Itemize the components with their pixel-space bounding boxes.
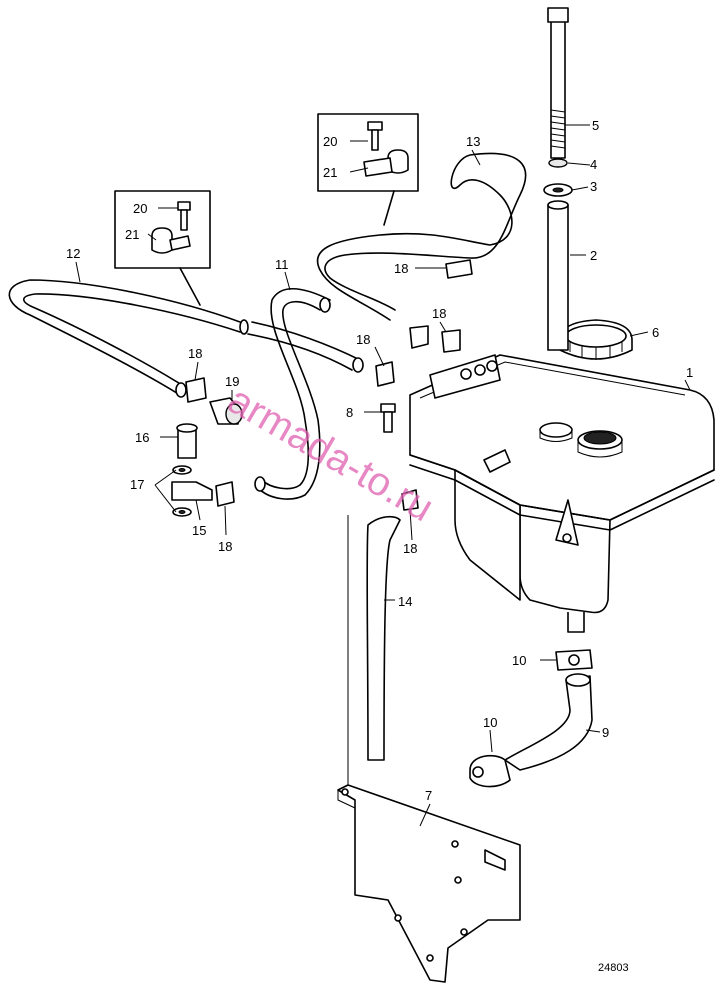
inset-box-left [114,190,211,306]
expansion-tank [409,354,715,633]
banjo-fitting [171,423,213,517]
callout-7: 7 [425,788,432,803]
reference-number: 24803 [598,962,629,974]
callout-21-left: 21 [125,227,139,242]
callout-1: 1 [686,365,693,380]
callout-15: 15 [192,523,206,538]
callout-14: 14 [398,594,412,609]
callout-9: 9 [602,725,609,740]
callout-18-left-lower: 18 [218,539,232,554]
callout-8: 8 [346,405,353,420]
hose-9 [504,673,593,771]
callout-10-upper: 10 [512,653,526,668]
hose-12 [8,279,364,398]
callout-labels: 1 2 3 4 5 6 7 8 9 10 10 11 12 13 14 15 1… [66,118,693,803]
callout-20-left: 20 [133,201,147,216]
hose-14 [347,515,401,790]
clamps-10 [469,649,593,788]
callout-4: 4 [590,157,597,172]
callout-18-right: 18 [432,306,446,321]
callout-6: 6 [652,325,659,340]
callout-17: 17 [130,477,144,492]
callout-19: 19 [225,374,239,389]
callout-20-right: 20 [323,134,337,149]
leader-lines [75,124,691,827]
callout-18-tank: 18 [403,541,417,556]
callout-11: 11 [275,257,289,272]
inset-box-right [317,113,419,226]
hose-13 [316,152,527,321]
callout-18-top: 18 [394,261,408,276]
pipe-bolt-assembly [543,7,573,351]
callout-13: 13 [466,134,480,149]
callout-18-left-upper: 18 [188,346,202,361]
callout-2: 2 [590,248,597,263]
bolt-8 [380,403,396,433]
clamps-18 [185,259,473,511]
callout-18-mid: 18 [356,332,370,347]
callout-21-right: 21 [323,165,337,180]
callout-5: 5 [592,118,599,133]
callout-12: 12 [66,246,80,261]
fitting-19 [209,397,243,425]
bracket-7 [337,784,521,983]
filler-cap [559,319,633,360]
watermark: armada-to.ru [221,378,441,531]
callout-3: 3 [590,179,597,194]
callout-10-lower: 10 [483,715,497,730]
hose-11 [254,288,331,500]
callout-16: 16 [135,430,149,445]
